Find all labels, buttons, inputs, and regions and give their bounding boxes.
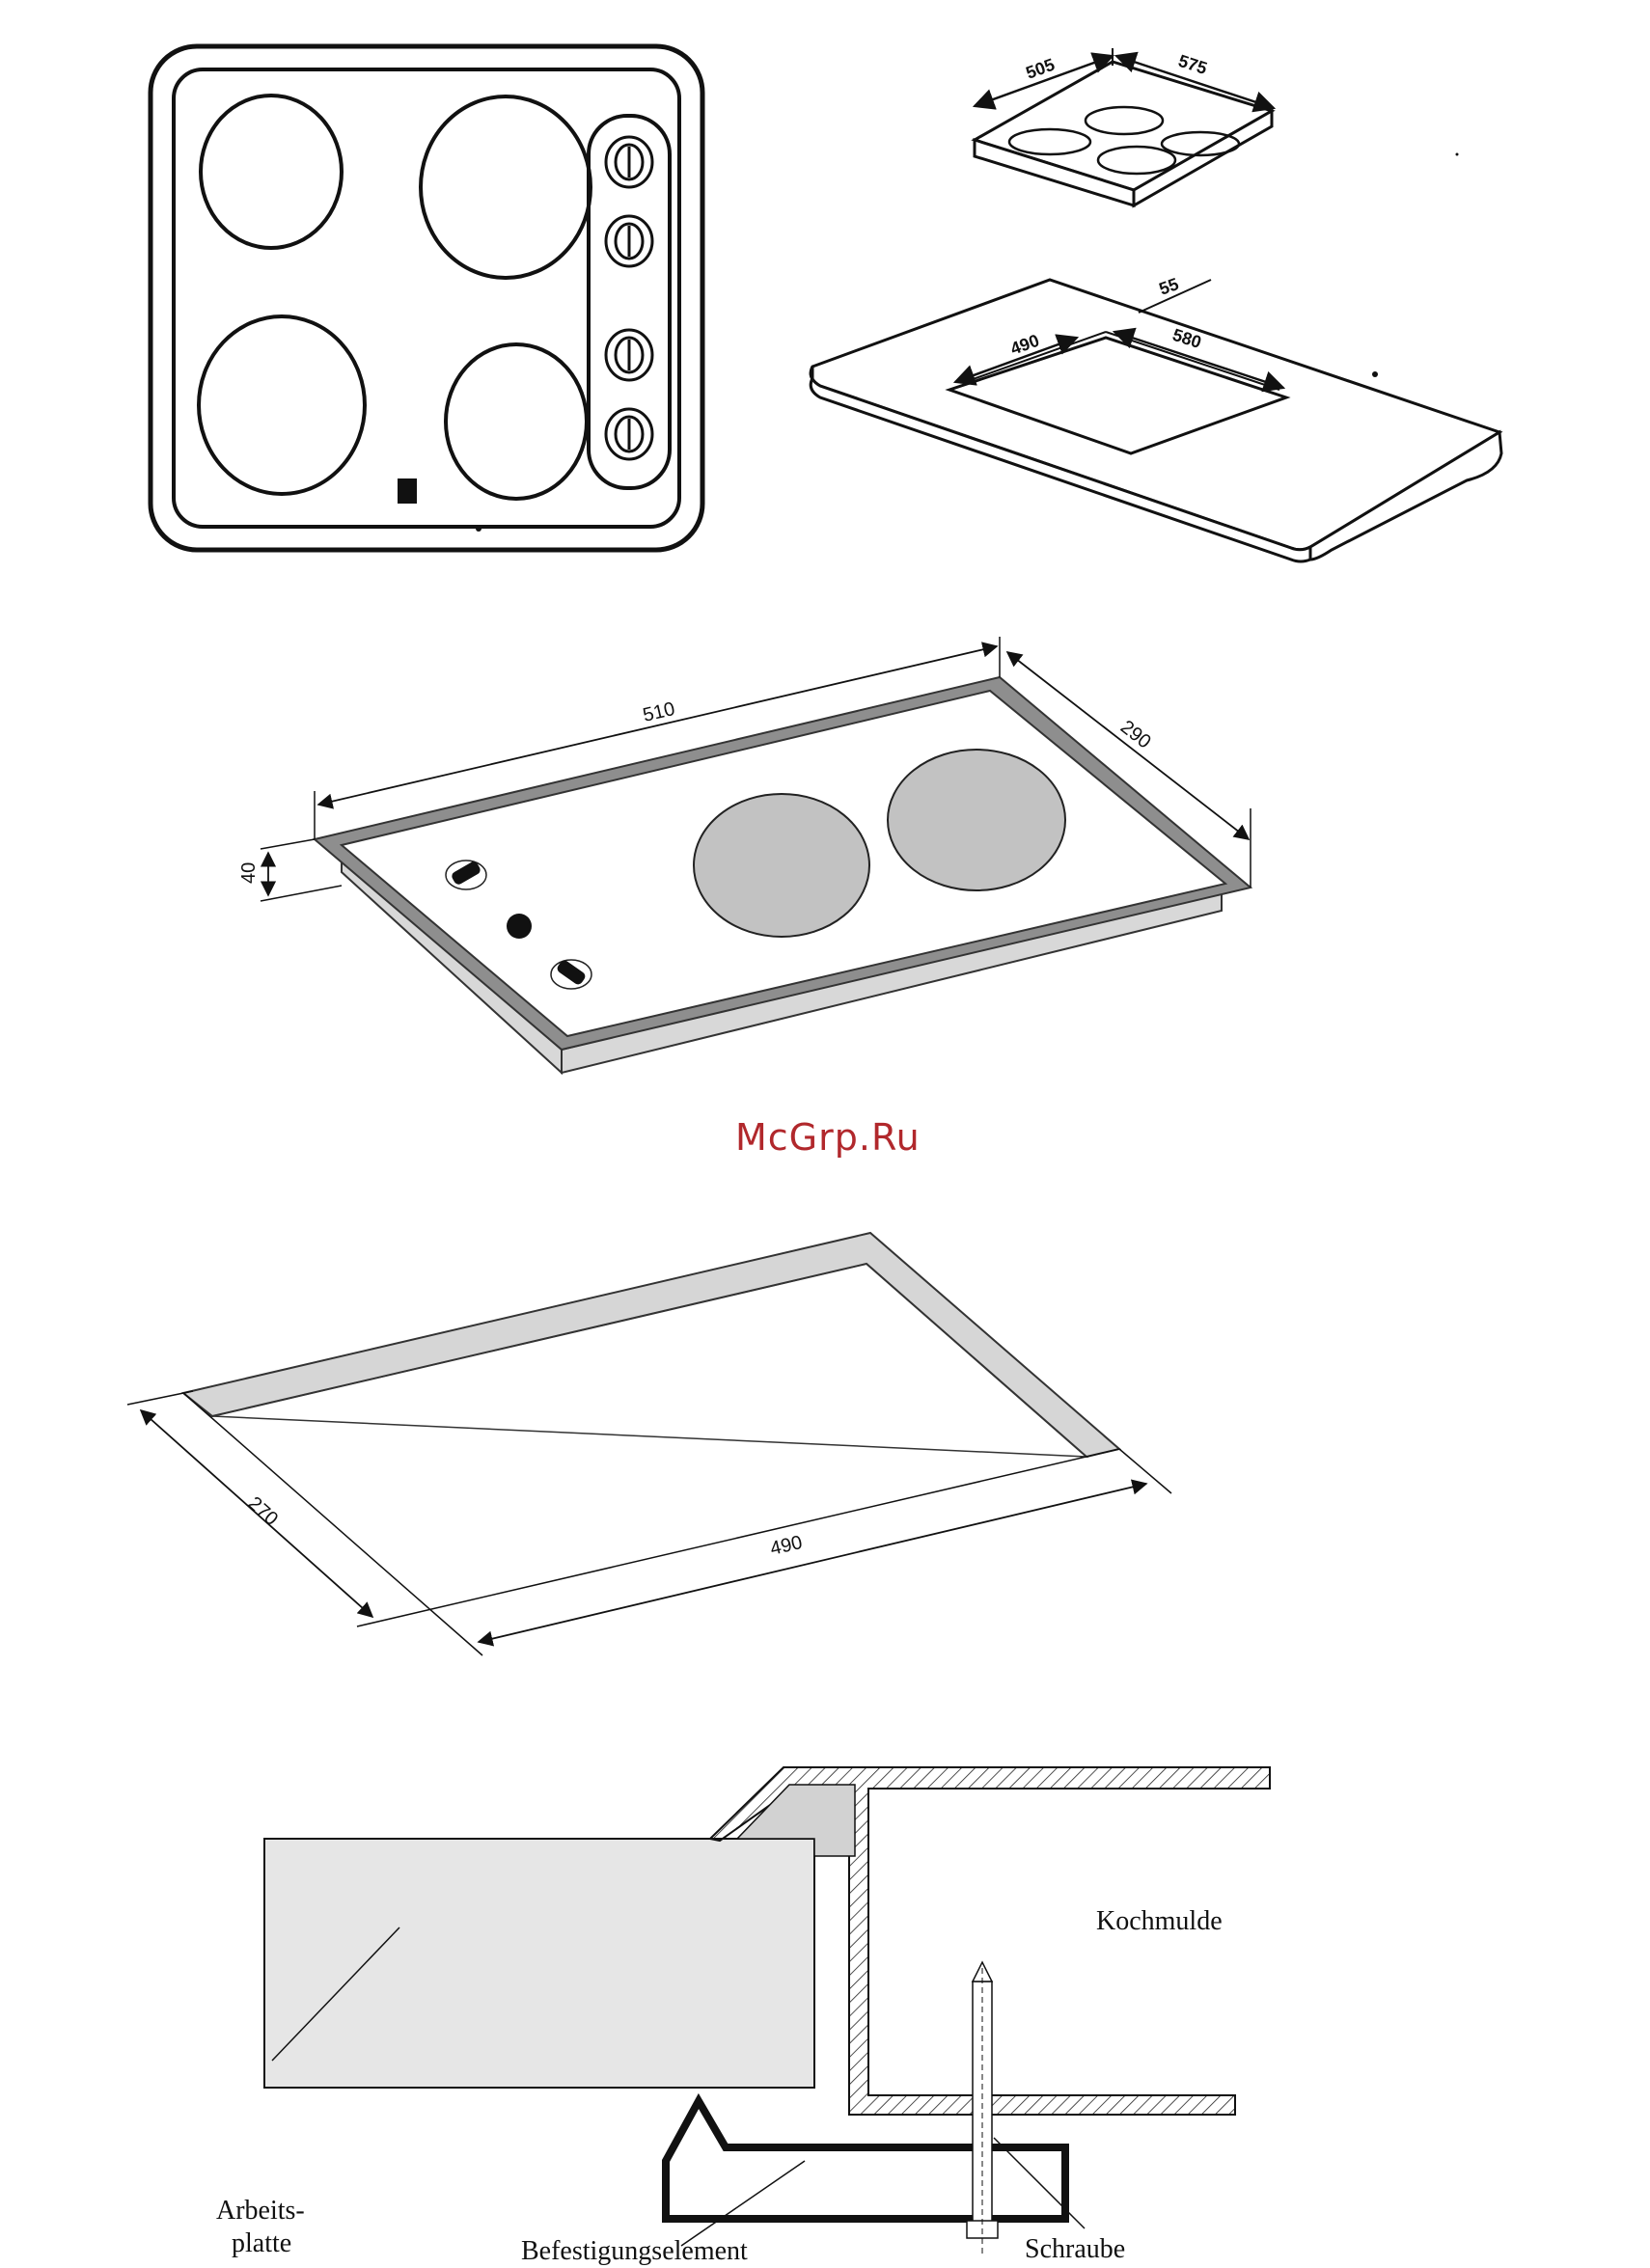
knob-icon	[606, 137, 652, 187]
cooking-zone	[694, 794, 869, 937]
mounting-bracket	[666, 2101, 1065, 2219]
hob-top-view	[151, 46, 702, 550]
dim-line-length	[479, 1484, 1146, 1642]
mounting-section-figure: Kochmulde Arbeits- platte Befestigungsel…	[216, 1767, 1270, 2266]
hob-inner-frame	[174, 69, 679, 527]
dim-label-height: 40	[238, 862, 260, 884]
dim-label-width: 290	[1116, 717, 1155, 753]
indicator-lamp-icon	[507, 914, 532, 939]
cooking-zone	[888, 750, 1065, 890]
hotplate-rear-left	[201, 96, 342, 248]
control-knobs	[606, 137, 652, 459]
label-screw: Schraube	[1025, 2234, 1125, 2264]
hob-outer-frame	[151, 46, 702, 550]
domino-hob-figure: 510 290 40	[238, 637, 1251, 1073]
knob-icon	[446, 860, 486, 889]
label-worktop-line1: Arbeits-	[216, 2196, 305, 2226]
indicator-lamp-icon	[398, 478, 417, 504]
worktop-cutout-isometric: 490 580 55	[811, 274, 1501, 561]
hob-isometric-small: 505 575	[975, 48, 1459, 205]
hotplate-front-left	[199, 316, 365, 494]
knob-icon	[606, 409, 652, 459]
hotplate-rear-right	[421, 96, 591, 278]
label-bracket: Befestigungselement	[521, 2236, 748, 2266]
label-hob: Kochmulde	[1096, 1906, 1223, 1936]
worktop-section	[264, 1839, 814, 2088]
dim-label-length: 490	[768, 1532, 804, 1560]
mark-dot	[476, 526, 481, 532]
dim-label-depth: 575	[1176, 51, 1210, 78]
label-worktop-line2: platte	[232, 2228, 291, 2258]
hotplate-front-right	[446, 344, 587, 499]
cutout-rim	[183, 1233, 1119, 1457]
dim-label-width: 270	[244, 1492, 283, 1530]
knob-icon	[606, 330, 652, 380]
cutout-frame-figure: 270 490	[127, 1233, 1171, 1655]
watermark-text: McGrp.Ru	[735, 1116, 921, 1159]
knob-icon	[606, 216, 652, 266]
